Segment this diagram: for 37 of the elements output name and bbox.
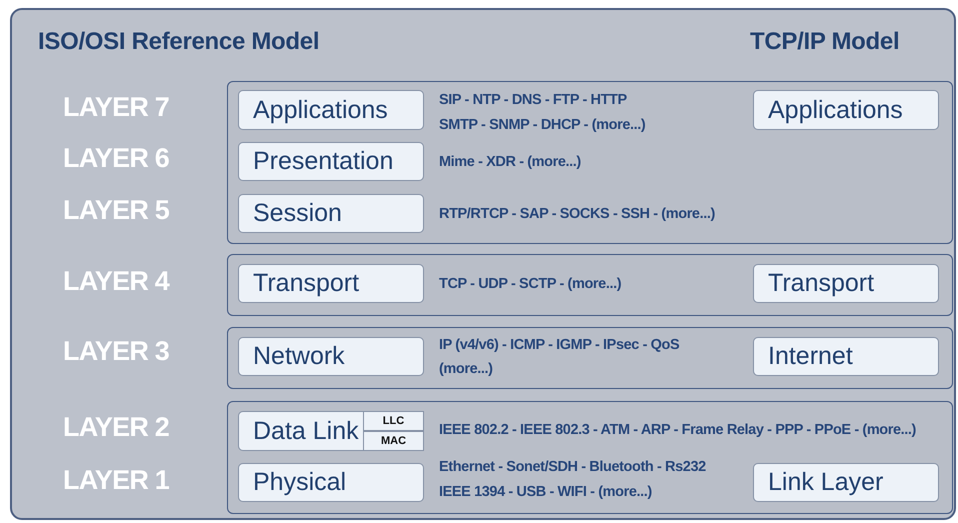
protocol-list: (more...) xyxy=(439,361,493,377)
sublayer-box: LLC xyxy=(363,411,424,431)
model-heading: ISO/OSI Reference Model xyxy=(38,28,320,56)
layer-number: LAYER 7 xyxy=(63,92,169,123)
layer-box: Physical xyxy=(238,463,424,502)
layer-number: LAYER 4 xyxy=(63,266,169,297)
layer-box: Internet xyxy=(753,337,939,376)
layer-box: Link Layer xyxy=(753,463,939,502)
model-heading: TCP/IP Model xyxy=(750,28,900,56)
protocol-list: IEEE 802.2 - IEEE 802.3 - ATM - ARP - Frame Relay - PPP - PPoE - (more...) xyxy=(439,422,916,438)
layer-box: Applications xyxy=(753,90,939,130)
layer-number: LAYER 1 xyxy=(63,465,169,496)
protocol-list: TCP - UDP - SCTP - (more...) xyxy=(439,276,622,292)
layer-box: Transport xyxy=(238,264,424,303)
model-panel xyxy=(10,8,956,520)
layer-group-band xyxy=(226,80,952,244)
protocol-list: IEEE 1394 - USB - WIFI - (more...) xyxy=(439,484,652,500)
layer-box: Data Link LLC MAC xyxy=(238,411,424,451)
protocol-list: RTP/RTCP - SAP - SOCKS - SSH - (more...) xyxy=(439,206,715,222)
protocol-list: IP (v4/v6) - ICMP - IGMP - IPsec - QoS xyxy=(439,337,680,353)
layer-box: Presentation xyxy=(238,142,424,181)
layer-number: LAYER 5 xyxy=(63,195,169,226)
layer-number: LAYER 2 xyxy=(63,412,169,443)
layer-box: Applications xyxy=(238,90,424,130)
protocol-list: SMTP - SNMP - DHCP - (more...) xyxy=(439,117,646,133)
layer-group-band xyxy=(226,400,952,514)
protocol-list: SIP - NTP - DNS - FTP - HTTP xyxy=(439,92,627,108)
layer-group-band xyxy=(226,326,952,388)
protocol-list: Mime - XDR - (more...) xyxy=(439,154,581,170)
protocol-list: Ethernet - Sonet/SDH - Bluetooth - Rs232 xyxy=(439,459,706,475)
layer-number: LAYER 6 xyxy=(63,143,169,174)
layer-box: Session xyxy=(238,194,424,233)
layer-number: LAYER 3 xyxy=(63,336,169,367)
sublayer-box: MAC xyxy=(363,431,424,451)
layer-group-band xyxy=(226,254,952,316)
layer-box: Network xyxy=(238,337,424,376)
layer-box: Transport xyxy=(753,264,939,303)
